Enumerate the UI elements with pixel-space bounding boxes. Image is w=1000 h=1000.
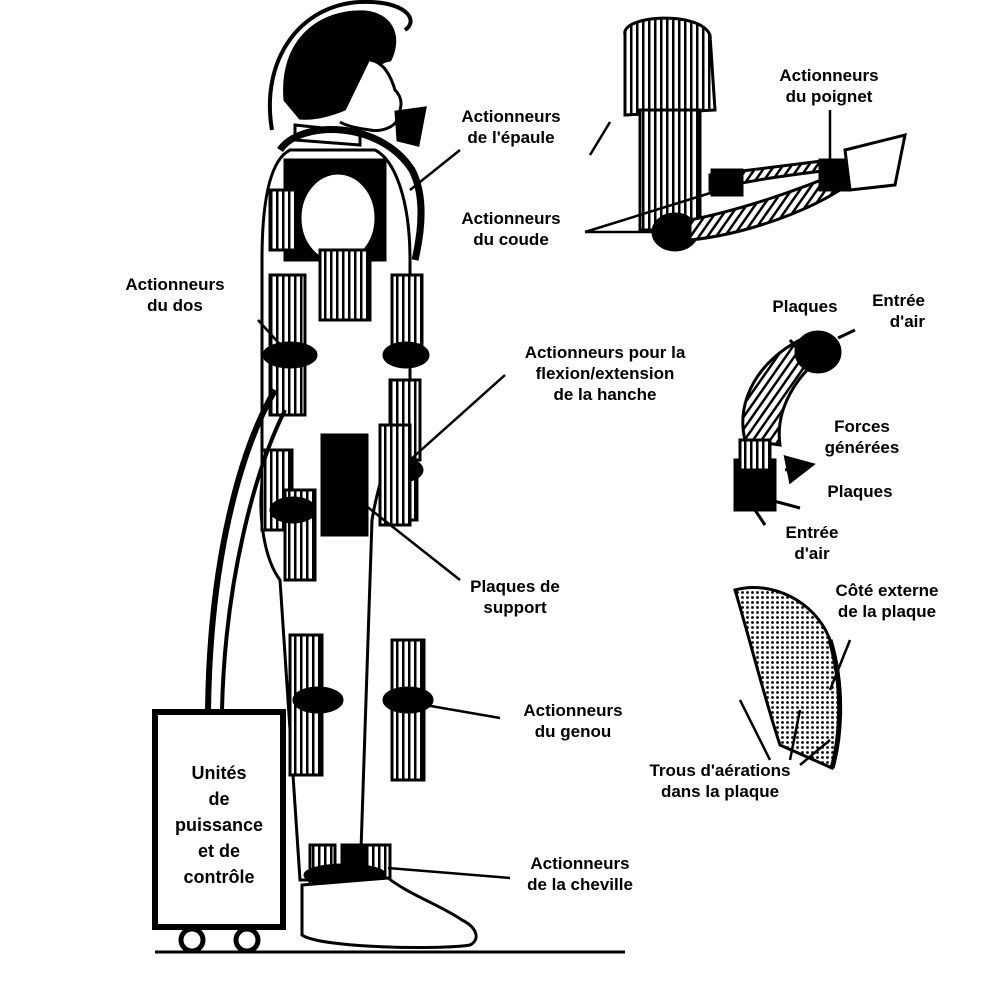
hand bbox=[843, 132, 907, 192]
label-support-plates: Plaques de support bbox=[470, 577, 560, 617]
hip-actuator-front bbox=[378, 423, 412, 527]
arm-detail bbox=[623, 16, 907, 252]
muscle-top-plate bbox=[794, 330, 842, 374]
upper-arm-pack bbox=[638, 108, 702, 232]
label-knee-actuators: Actionneurs du genou bbox=[523, 701, 623, 741]
label-generated-forces: Forces générées bbox=[824, 417, 900, 457]
label-hip-actuators: Actionneurs pour la flexion/extension de… bbox=[524, 343, 686, 404]
muscle-detail bbox=[733, 328, 856, 526]
label-back-actuators: Actionneurs du dos bbox=[125, 275, 225, 315]
mouthpiece bbox=[394, 106, 427, 147]
leader-lines bbox=[257, 110, 852, 880]
back-strip bbox=[268, 188, 300, 252]
label-plates-top: Plaques bbox=[772, 297, 838, 316]
label-power-control-units: Unités de puissance et de contrôle bbox=[174, 763, 264, 887]
shoulder-cup bbox=[623, 16, 717, 117]
power-control-unit bbox=[152, 709, 286, 954]
label-plates-bottom: Plaques bbox=[827, 482, 893, 501]
elbow-band bbox=[382, 341, 430, 369]
plate-detail bbox=[733, 585, 843, 771]
upper-arm-actuator bbox=[390, 273, 424, 347]
back-band bbox=[262, 341, 318, 369]
power-hose-2 bbox=[220, 409, 287, 711]
muscle-mid bbox=[738, 438, 772, 472]
chest-strip bbox=[318, 248, 372, 322]
label-elbow-actuators: Actionneurs du coude bbox=[461, 209, 561, 249]
label-air-inlet-top: Entrée d'air bbox=[872, 291, 925, 331]
support-plate bbox=[320, 433, 369, 537]
label-ankle-actuators: Actionneurs de la cheville bbox=[527, 854, 633, 894]
label-shoulder-actuators: Actionneurs de l'épaule bbox=[461, 107, 561, 147]
label-air-inlet-bottom: Entrée d'air bbox=[785, 523, 839, 563]
wrist-band bbox=[818, 158, 852, 192]
human-figure bbox=[205, 0, 478, 949]
label-vent-holes: Trous d'aérations dans la plaque bbox=[649, 761, 791, 801]
label-wrist-actuators: Actionneurs du poignet bbox=[779, 66, 879, 106]
shoulder-hose bbox=[277, 126, 425, 261]
shoe bbox=[300, 876, 478, 949]
knee-band-back bbox=[292, 686, 344, 714]
label-outer-side-of-plate: Côté externe de la plaque bbox=[835, 581, 939, 621]
power-hose bbox=[205, 388, 278, 711]
helmet bbox=[267, 0, 413, 131]
thigh-band bbox=[269, 496, 317, 524]
knee-band-front bbox=[382, 686, 434, 714]
